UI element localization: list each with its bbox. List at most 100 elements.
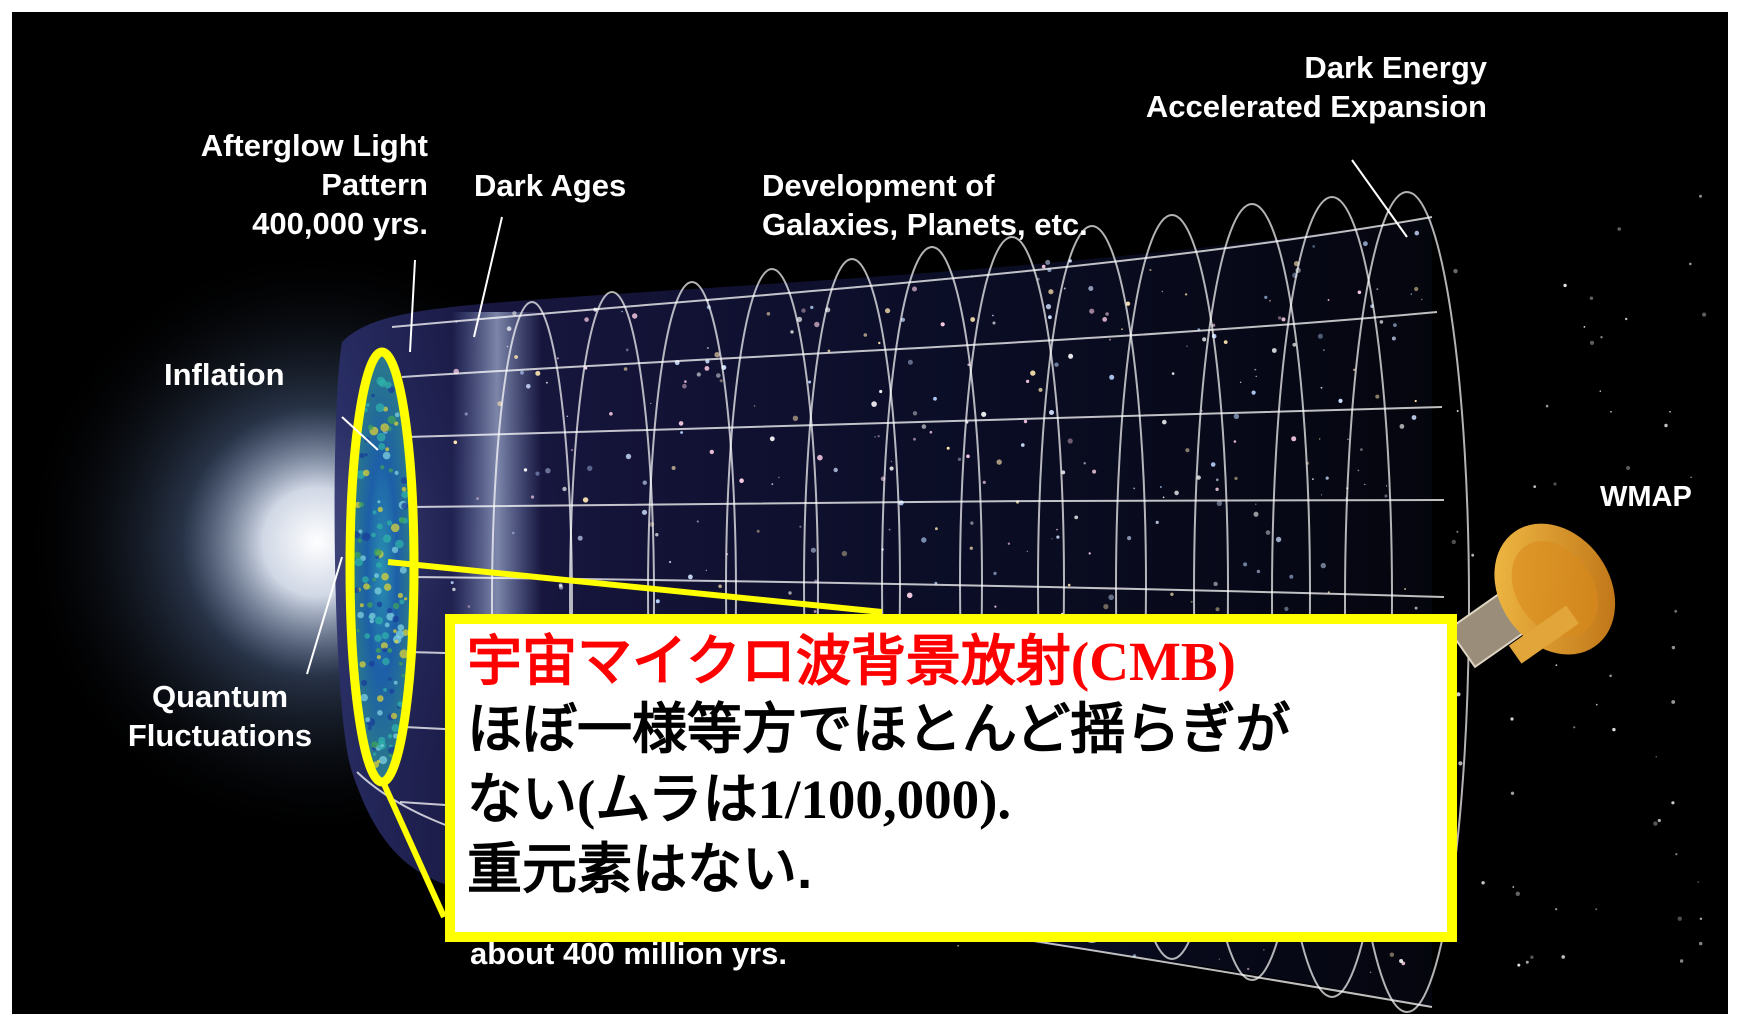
star-dot [545,468,551,474]
star-dot [1284,606,1289,612]
star-dot [756,529,760,533]
cmb-speckle-dot [373,752,377,756]
star-dot [706,347,709,349]
cmb-speckle-dot [357,539,362,543]
star-dot [453,440,458,445]
cmb-speckle-dot [399,599,405,605]
star-dot [981,411,987,417]
star-dot [1609,674,1612,678]
star-dot [1109,338,1111,341]
cmb-speckle-dot [367,424,374,431]
star-dot [1056,528,1058,531]
cmb-speckle-dot [382,451,391,460]
star-dot [921,424,927,429]
star-dot [1364,483,1366,486]
star-dot [994,605,997,608]
cmb-speckle-dot [376,432,386,442]
star-dot [1215,607,1220,612]
star-dot [625,453,632,460]
star-dot [556,357,559,360]
cmb-speckle-dot [359,603,364,608]
star-dot [1160,486,1162,488]
cmb-speckle-dot [372,510,377,515]
star-dot [511,531,515,535]
star-dot [1108,594,1114,601]
star-dot [1612,727,1616,732]
star-dot [766,312,771,316]
star-dot [996,459,1002,465]
star-dot [1007,542,1011,545]
star-dot [1679,959,1684,963]
cmb-speckle-dot [354,551,361,559]
cmb-pointer-line-lower [381,782,447,919]
star-dot [1256,569,1261,574]
star-dot [584,317,589,322]
star-dot [1292,342,1297,347]
star-dot [1240,381,1242,383]
star-dot [669,560,672,564]
afterglow-label: Afterglow Light Pattern 400,000 yrs. [200,128,428,241]
dark-energy-label: Dark Energy Accelerated Expansion [1145,50,1487,124]
star-dot [1389,952,1395,957]
cmb-speckle-dot [359,452,365,459]
star-dot [1312,245,1315,248]
star-dot [1677,916,1683,921]
callout-line-3: ない(ムラは1/100,000). [467,768,1012,830]
star-dot [1699,941,1703,946]
star-dot [1083,462,1086,465]
cmb-speckle-dot [380,465,385,470]
cmb-speckle-dot [371,532,376,538]
cmb-speckle-dot [391,546,399,553]
cmb-speckle-dot [368,660,375,667]
star-dot [1664,423,1668,428]
star-dot [957,945,959,947]
cmb-speckle-dot [375,403,385,412]
star-dot [535,370,541,376]
star-dot [709,449,714,455]
star-dot [1555,664,1558,667]
star-dot [1671,700,1676,704]
cmb-speckle-dot [383,534,392,543]
star-dot [1525,960,1529,964]
star-dot [1702,312,1707,317]
star-dot [1051,538,1053,540]
star-dot [678,421,684,426]
star-dot [506,326,512,332]
star-dot [1320,494,1323,496]
star-dot [1215,487,1219,491]
star-dot [1213,581,1218,587]
star-dot [1275,536,1282,543]
star-dot [1690,476,1692,478]
star-dot [1251,390,1256,395]
star-dot [704,366,710,371]
star-dot [1068,353,1074,359]
star-dot [562,486,567,492]
wmap-satellite [1447,523,1616,669]
star-dot [1545,404,1549,408]
star-dot [1589,296,1594,300]
star-dot [1048,289,1054,295]
star-dot [890,460,893,463]
star-dot [982,480,986,484]
star-dot [1074,515,1079,520]
star-dot [1063,287,1066,290]
cmb-speckle-dot [372,577,377,582]
cmb-speckle-dot [388,468,393,473]
cmb-speckle-dot [358,501,364,508]
cmb-speckle-dot [384,622,390,628]
cmb-speckle-dot [394,412,400,418]
star-dot [966,454,970,459]
star-dot [450,581,454,585]
star-dot [1264,295,1268,299]
star-dot [1216,500,1223,507]
star-dot [1088,552,1091,555]
cmb-speckle-dot [371,393,375,398]
star-dot [1218,958,1220,960]
star-dot [801,308,806,313]
star-dot [1312,478,1314,480]
star-dot [621,310,623,313]
star-dot [1021,443,1025,447]
star-dot [671,466,676,470]
cmb-speckle-dot [385,447,390,452]
star-dot [778,476,780,479]
